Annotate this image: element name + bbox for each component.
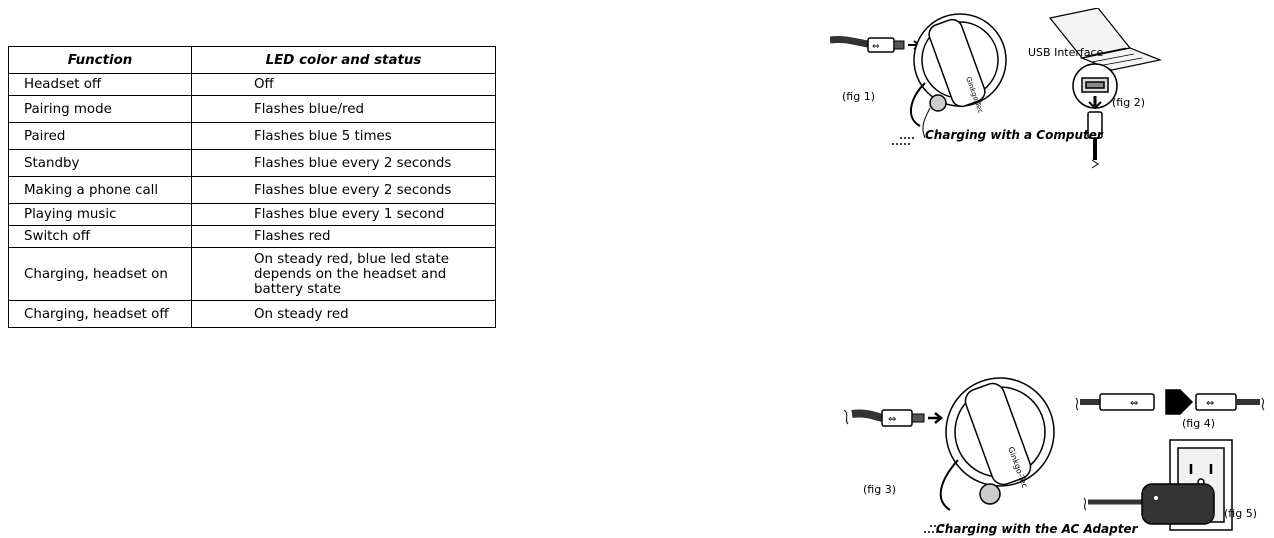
table-row: Standby Flashes blue every 2 seconds (8, 149, 496, 177)
cell-led-status: Flashes blue every 2 seconds (191, 176, 496, 204)
svg-text:⇔: ⇔ (1206, 398, 1214, 409)
usb-port-icon (1072, 63, 1118, 110)
cell-function: Playing music (8, 203, 192, 226)
table-header-row: Function LED color and status (8, 46, 496, 74)
svg-text:⇔: ⇔ (888, 414, 896, 425)
cell-function: Standby (8, 149, 192, 177)
cell-led-status: Flashes blue every 1 second (191, 203, 496, 226)
cell-led-status: Flashes red (191, 225, 496, 248)
column-header-function: Function (8, 46, 192, 74)
fig-1-label: (fig 1) (842, 90, 875, 103)
table-row: Playing music Flashes blue every 1 secon… (8, 203, 496, 226)
figure-charging-computer: ⇔ Ginkgo-Tec (fig 1) USB Interface (830, 8, 1170, 170)
table-row: Charging, headset on On steady red, blue… (8, 247, 496, 301)
table-row: Switch off Flashes red (8, 225, 496, 248)
cell-led-status: Flashes blue every 2 seconds (191, 149, 496, 177)
fig-2-label: (fig 2) (1112, 96, 1145, 109)
caption-charging-ac-adapter: Charging with the AC Adapter (936, 522, 1139, 536)
figure-charging-ac-adapter: ⇔ Ginkgo-Tec (fig 3) ⇔ ⇔ (fig 4 (830, 370, 1274, 538)
usb-cable-icon: ⇔ (830, 36, 921, 53)
table-row: Charging, headset off On steady red (8, 300, 496, 328)
fig-4-label: (fig 4) (1182, 417, 1215, 430)
fig-3-label: (fig 3) (863, 483, 896, 496)
cell-function: Pairing mode (8, 95, 192, 123)
usb-interface-label: USB Interface (1028, 46, 1104, 59)
table-row: Headset off Off (8, 73, 496, 96)
svg-text:⇔: ⇔ (872, 42, 880, 52)
cell-led-status: On steady red, blue led state depends on… (191, 247, 496, 301)
cell-function: Charging, headset on (8, 247, 192, 301)
cell-led-status: On steady red (191, 300, 496, 328)
laptop-icon (1048, 8, 1163, 71)
cell-led-status: Flashes blue/red (191, 95, 496, 123)
cell-function: Paired (8, 122, 192, 150)
table-row: Paired Flashes blue 5 times (8, 122, 496, 150)
usb-cable-icon: ⇔ ⇔ (1075, 389, 1265, 415)
headset-icon: Ginkgo-Tec (892, 13, 1007, 145)
fig-5-label: (fig 5) (1224, 507, 1257, 520)
svg-text:⇔: ⇔ (1130, 398, 1138, 409)
caption-charging-computer: Charging with a Computer (925, 128, 1104, 142)
led-status-table: Function LED color and status Headset of… (8, 46, 496, 328)
ac-adapter-icon (1083, 483, 1215, 525)
cell-function: Switch off (8, 225, 192, 248)
column-header-led-status: LED color and status (191, 46, 496, 74)
table-row: Making a phone call Flashes blue every 2… (8, 176, 496, 204)
cell-function: Headset off (8, 73, 192, 96)
table-row: Pairing mode Flashes blue/red (8, 95, 496, 123)
cell-led-status: Off (191, 73, 496, 96)
headset-icon: Ginkgo-Tec (924, 377, 1055, 533)
cell-function: Charging, headset off (8, 300, 192, 328)
usb-cable-icon (1087, 111, 1103, 169)
cell-function: Making a phone call (8, 176, 192, 204)
cell-led-status: Flashes blue 5 times (191, 122, 496, 150)
usb-cable-icon: ⇔ (843, 409, 943, 427)
